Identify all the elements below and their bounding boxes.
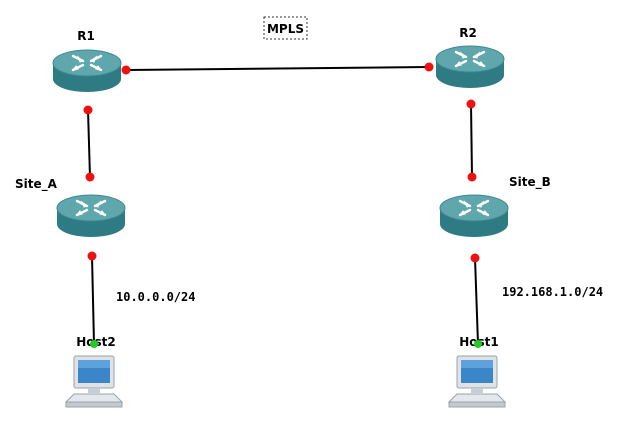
router-icon: [438, 193, 510, 239]
port-r1-south[interactable]: [83, 105, 93, 115]
port-indicators: [83, 62, 482, 348]
link-r2-site-b[interactable]: [470, 103, 473, 178]
router-r2[interactable]: R2: [434, 26, 506, 90]
computer-icon: [448, 355, 506, 408]
port-host1[interactable]: [474, 340, 482, 348]
router-r1-label: R1: [77, 29, 95, 43]
subnet-left-label: 10.0.0.0/24: [116, 290, 195, 304]
mpls-label: MPLS: [267, 22, 304, 36]
router-site-b[interactable]: Site_B: [438, 175, 551, 239]
port-site-a-north[interactable]: [85, 172, 95, 182]
port-r2-west[interactable]: [424, 62, 434, 72]
router-site-a[interactable]: Site_A: [15, 177, 127, 239]
port-site-b-north[interactable]: [467, 172, 477, 182]
links: [87, 66, 479, 345]
port-site-a-south[interactable]: [87, 251, 97, 261]
mpls-annotation[interactable]: MPLS: [263, 16, 308, 40]
router-icon: [434, 44, 506, 90]
router-site-b-label: Site_B: [509, 175, 551, 190]
link-r1-site-a[interactable]: [87, 109, 91, 178]
port-site-b-south[interactable]: [470, 253, 480, 263]
router-icon: [51, 48, 123, 94]
link-site-b-host1[interactable]: [474, 257, 479, 345]
router-site-a-label: Site_A: [15, 177, 58, 192]
link-site-a-host2[interactable]: [91, 255, 95, 345]
router-r1[interactable]: R1: [51, 29, 123, 94]
port-host2[interactable]: [90, 340, 98, 348]
link-r1-r2[interactable]: [125, 66, 430, 71]
subnet-right-label: 192.168.1.0/24: [502, 285, 603, 299]
router-r2-label: R2: [459, 26, 477, 40]
router-icon: [55, 193, 127, 239]
port-r2-south[interactable]: [466, 99, 476, 109]
port-r1-east[interactable]: [121, 65, 131, 75]
computer-icon: [65, 355, 123, 408]
